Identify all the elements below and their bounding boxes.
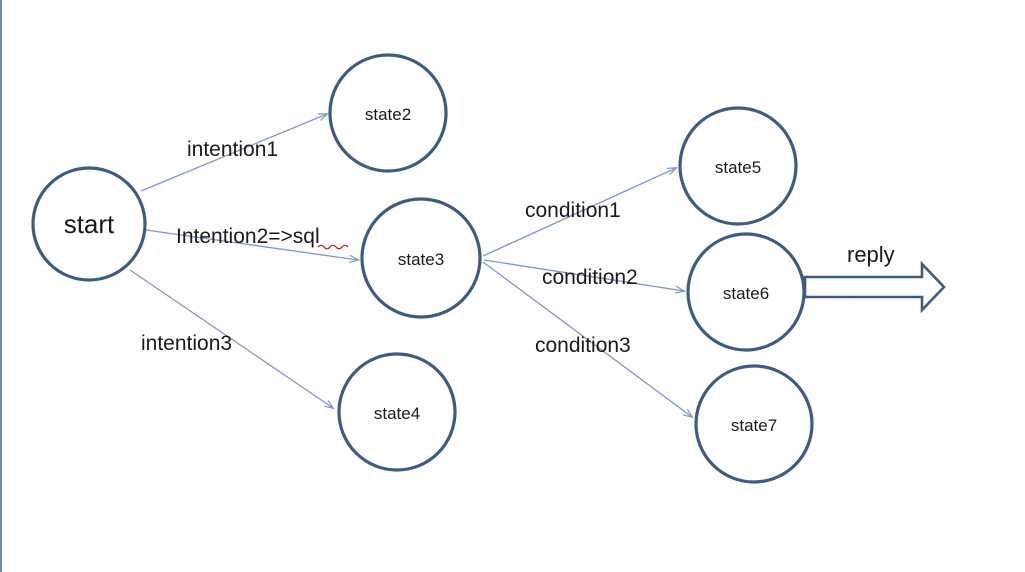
node-state6[interactable]: state6: [686, 232, 806, 352]
node-state6-circle[interactable]: [686, 232, 806, 352]
node-state6-label: state6: [723, 284, 769, 303]
edge-label-intention3[interactable]: intention3: [141, 332, 232, 355]
edge-state3-to-state5[interactable]: [482, 168, 676, 257]
reply-block-arrow[interactable]: [803, 260, 946, 314]
node-state4[interactable]: state4: [337, 352, 457, 472]
edge-label-condition1[interactable]: condition1: [525, 199, 621, 222]
node-state7-label: state7: [731, 416, 777, 435]
node-state2[interactable]: state2: [328, 53, 448, 173]
node-state5[interactable]: state5: [678, 106, 798, 226]
node-state5-circle[interactable]: [678, 106, 798, 226]
node-state4-label: state4: [374, 404, 420, 423]
node-state5-label: state5: [715, 158, 761, 177]
edge-state3-to-state7[interactable]: [482, 261, 692, 417]
node-start[interactable]: start: [31, 166, 147, 282]
edge-start-to-state2[interactable]: [140, 114, 327, 192]
window-left-border: [0, 0, 2, 572]
reply-label[interactable]: reply: [847, 242, 895, 267]
edge-start-to-state4[interactable]: [129, 269, 333, 408]
node-state3-label: state3: [398, 250, 444, 269]
edge-label-intention1[interactable]: intention1: [187, 138, 278, 161]
edge-label-condition3[interactable]: condition3: [535, 334, 631, 357]
edge-label-intention2-sql[interactable]: Intention2=>sql: [176, 225, 320, 248]
node-state3[interactable]: state3: [360, 197, 482, 319]
spellcheck-squiggle: [317, 244, 349, 250]
node-state2-circle[interactable]: [328, 53, 448, 173]
node-state2-label: state2: [365, 105, 411, 124]
node-state7[interactable]: state7: [694, 364, 814, 484]
node-state4-circle[interactable]: [337, 352, 457, 472]
edge-state3-to-state6[interactable]: [483, 259, 684, 291]
edge-start-to-state3[interactable]: [145, 229, 358, 260]
node-state3-circle[interactable]: [360, 197, 482, 319]
edge-label-condition2[interactable]: condition2: [542, 266, 638, 289]
node-start-label: start: [64, 209, 115, 239]
node-state7-circle[interactable]: [694, 364, 814, 484]
node-start-circle[interactable]: [31, 166, 147, 282]
